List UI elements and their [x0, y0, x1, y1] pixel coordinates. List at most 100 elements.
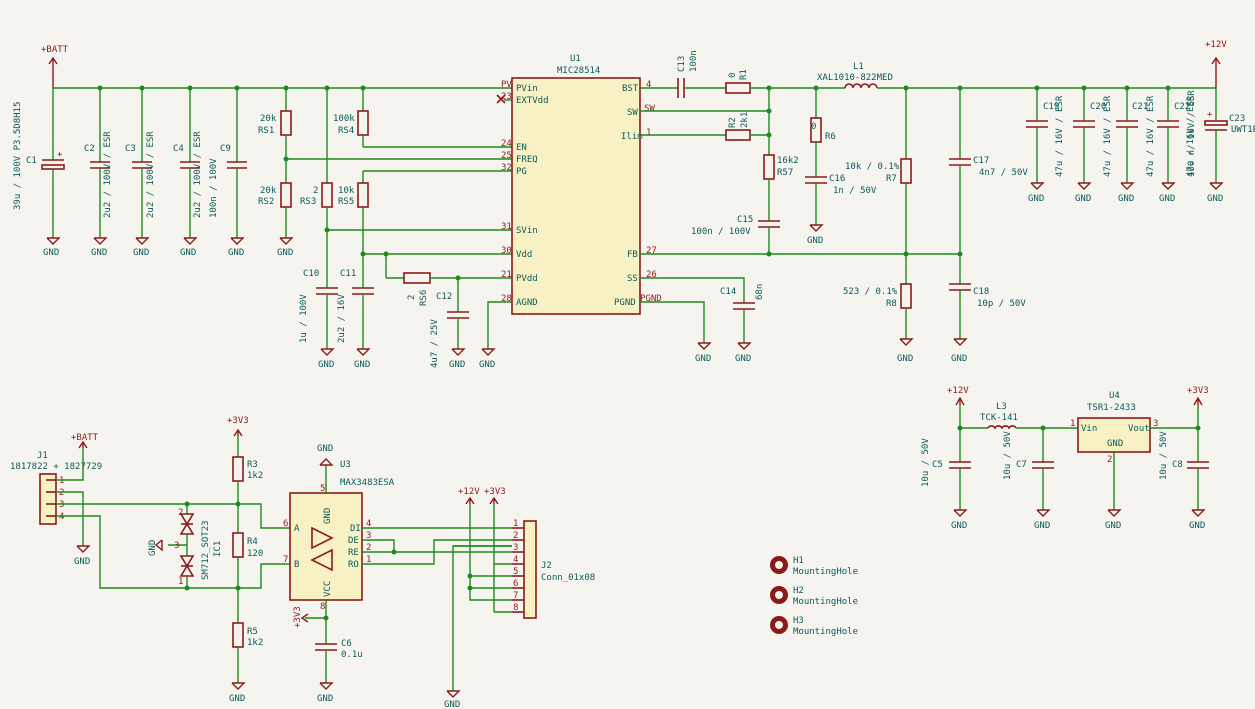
svg-text:28: 28	[501, 294, 512, 304]
resistor-r4: R4 120	[232, 532, 263, 559]
svg-text:R3: R3	[247, 460, 258, 470]
svg-text:120: 120	[247, 549, 263, 559]
svg-text:68n: 68n	[755, 284, 765, 300]
svg-text:3: 3	[1153, 419, 1158, 429]
svg-text:0.1u: 0.1u	[341, 650, 363, 660]
svg-text:100 n/ 16V / ESR: 100 n/ 16V / ESR	[1187, 90, 1197, 177]
svg-text:1k2: 1k2	[247, 471, 263, 481]
capacitor-c23: +12V GND + C23 UWT1E 100 n/ 16V / ESR	[1187, 40, 1255, 204]
svg-text:J1: J1	[37, 451, 48, 461]
gnd-symbols-input: GND GND GND GND GND	[43, 237, 245, 258]
batt-label: +BATT	[41, 45, 69, 55]
svg-text:+: +	[1207, 110, 1213, 120]
svg-text:GND: GND	[695, 354, 711, 364]
svg-text:3: 3	[513, 543, 518, 553]
svg-text:4: 4	[646, 80, 651, 90]
capacitor-c13: C13 100n	[677, 50, 699, 98]
svg-text:6: 6	[283, 519, 288, 529]
svg-text:4u7 / 25V: 4u7 / 25V	[430, 319, 440, 368]
svg-text:GND: GND	[317, 694, 333, 704]
svg-text:0: 0	[811, 122, 816, 132]
svg-text:GND: GND	[1207, 194, 1223, 204]
svg-text:C11: C11	[340, 269, 356, 279]
svg-text:7: 7	[283, 555, 288, 565]
capacitor-c15: C15 100n / 100V	[691, 215, 780, 254]
svg-text:SVin: SVin	[516, 226, 538, 236]
c4-ref: C4	[173, 144, 184, 154]
svg-text:10p / 50V: 10p / 50V	[977, 299, 1026, 309]
svg-text:C16: C16	[829, 174, 845, 184]
svg-text:GND: GND	[318, 360, 334, 370]
capacitor-c17: C17 4n7 / 50V	[949, 88, 1028, 284]
mounting-hole-h3: H3 MountingHole	[770, 616, 858, 637]
svg-text:A: A	[294, 524, 300, 534]
svg-text:3: 3	[366, 531, 371, 541]
svg-text:U3: U3	[340, 460, 351, 470]
svg-text:10k: 10k	[338, 186, 355, 196]
svg-text:TSR1-2433: TSR1-2433	[1087, 403, 1136, 413]
svg-text:PG: PG	[516, 167, 527, 177]
svg-text:DE: DE	[348, 536, 359, 546]
svg-text:21: 21	[501, 270, 512, 280]
c9-ref: C9	[220, 144, 231, 154]
svg-text:GND: GND	[951, 354, 967, 364]
svg-text:26: 26	[646, 270, 657, 280]
capacitor-c1: + C1 39u / 100V P3.5D8H15	[13, 88, 65, 238]
svg-text:R8: R8	[886, 299, 897, 309]
svg-text:R57: R57	[777, 168, 793, 178]
svg-text:PGND: PGND	[640, 294, 662, 304]
resistor-rs5: 10k RS5	[338, 170, 512, 288]
svg-text:C5: C5	[932, 460, 943, 470]
resistor-rs2: GND 20k RS2	[258, 182, 294, 258]
svg-text:1u / 100V: 1u / 100V	[299, 294, 309, 343]
svg-text:C18: C18	[973, 287, 989, 297]
svg-text:1k2: 1k2	[247, 638, 263, 648]
svg-text:MountingHole: MountingHole	[793, 567, 858, 577]
capacitor-c5: GND C5 10u / 50V	[921, 428, 971, 531]
svg-text:20k: 20k	[260, 186, 277, 196]
svg-text:25: 25	[501, 151, 512, 161]
svg-text:RS6: RS6	[419, 290, 429, 306]
svg-text:J2: J2	[541, 561, 552, 571]
svg-text:RS5: RS5	[338, 197, 354, 207]
svg-text:+12V: +12V	[458, 487, 480, 497]
connector-j1: J1 1817822 + 1827729 12 34	[10, 451, 102, 525]
svg-text:47u / 16V / ESR: 47u / 16V / ESR	[1055, 95, 1065, 177]
svg-text:MIC28514: MIC28514	[557, 66, 600, 76]
svg-text:C13: C13	[677, 56, 687, 72]
svg-text:GND: GND	[1159, 194, 1175, 204]
svg-text:FB: FB	[627, 250, 638, 260]
svg-text:1: 1	[59, 476, 64, 486]
svg-text:1: 1	[646, 128, 651, 138]
svg-text:GND: GND	[951, 521, 967, 531]
svg-text:IC1: IC1	[213, 541, 223, 557]
svg-text:+3V3: +3V3	[1187, 386, 1209, 396]
svg-text:H1: H1	[793, 556, 804, 566]
c4-value: 2u2 / 100V / ESR	[193, 131, 203, 218]
svg-text:24: 24	[501, 139, 512, 149]
svg-text:10k / 0.1%: 10k / 0.1%	[845, 162, 900, 172]
svg-text:R2: R2	[728, 117, 738, 128]
svg-text:20k: 20k	[260, 114, 277, 124]
svg-text:PVin: PVin	[516, 84, 538, 94]
capacitor-c4: C4 2u2 / 100V / ESR	[173, 88, 203, 238]
svg-text:C8: C8	[1172, 460, 1183, 470]
svg-text:GND: GND	[91, 248, 107, 258]
c2-value: 2u2 / 100V / ESR	[103, 131, 113, 218]
capacitor-c21: GND C21 47u / 16V / ESR	[1116, 88, 1156, 204]
svg-text:2: 2	[59, 488, 64, 498]
svg-text:GND: GND	[1107, 439, 1123, 449]
c2-ref: C2	[84, 144, 95, 154]
svg-text:GND: GND	[479, 360, 495, 370]
svg-text:GND: GND	[323, 508, 333, 524]
capacitor-c18: GND C18 10p / 50V	[949, 283, 1026, 364]
resistor-r8: GND 523 / 0.1% R8	[843, 283, 914, 364]
capacitor-c16: GND C16 1n / 50V	[805, 174, 877, 246]
svg-text:PVdd: PVdd	[516, 274, 538, 284]
svg-text:100n / 100V: 100n / 100V	[691, 227, 751, 237]
capacitor-c20: GND C20 47u / 16V / ESR	[1073, 88, 1113, 204]
svg-text:Conn_01x08: Conn_01x08	[541, 573, 595, 583]
capacitor-c12: GND C12 4u7 / 25V	[430, 278, 469, 370]
svg-text:GND: GND	[897, 354, 913, 364]
